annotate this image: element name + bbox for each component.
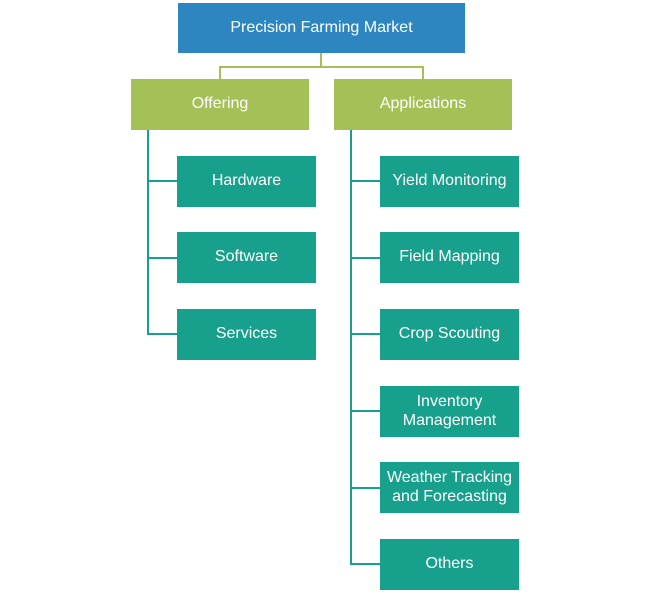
leaf-node-software: Software — [177, 232, 316, 283]
category-node-offering: Offering — [131, 79, 309, 130]
leaf-node-field-mapping: Field Mapping — [380, 232, 519, 283]
leaf-node-inventory-management: Inventory Management — [380, 386, 519, 437]
offering-connector-services — [147, 333, 177, 335]
applications-connector-trunk — [350, 130, 352, 565]
offering-connector-trunk — [147, 130, 149, 335]
leaf-node-label: Inventory Management — [402, 393, 497, 429]
root-node: Precision Farming Market — [178, 3, 465, 53]
root-connector-offering — [219, 66, 221, 79]
root-connector-horizontal — [219, 66, 424, 68]
category-node-applications: Applications — [334, 79, 512, 130]
leaf-node-services: Services — [177, 309, 316, 360]
offering-connector-hardware — [147, 180, 177, 182]
leaf-node-label: Services — [215, 325, 278, 343]
leaf-node-label: Field Mapping — [399, 248, 500, 266]
category-node-label: Offering — [191, 95, 249, 113]
leaf-node-others: Others — [380, 539, 519, 590]
leaf-node-crop-scouting: Crop Scouting — [380, 309, 519, 360]
leaf-node-label: Yield Monitoring — [392, 172, 507, 190]
offering-connector-software — [147, 257, 177, 259]
leaf-node-hardware: Hardware — [177, 156, 316, 207]
root-connector-down — [320, 53, 322, 68]
applications-connector-others — [350, 563, 380, 565]
leaf-node-label: Software — [214, 248, 279, 266]
applications-connector-field-mapping — [350, 257, 380, 259]
leaf-node-label: Hardware — [211, 172, 282, 190]
leaf-node-label: Others — [425, 555, 474, 573]
leaf-node-weather-tracking-and-forecasting: Weather Tracking and Forecasting — [380, 462, 519, 513]
root-connector-applications — [422, 66, 424, 79]
leaf-node-label: Crop Scouting — [398, 325, 501, 343]
root-node-label: Precision Farming Market — [230, 18, 413, 36]
leaf-node-yield-monitoring: Yield Monitoring — [380, 156, 519, 207]
applications-connector-weather-tracking — [350, 487, 380, 489]
applications-connector-inventory-management — [350, 410, 380, 412]
applications-connector-yield-monitoring — [350, 180, 380, 182]
applications-connector-crop-scouting — [350, 333, 380, 335]
category-node-label: Applications — [379, 95, 467, 113]
leaf-node-label: Weather Tracking and Forecasting — [386, 469, 513, 505]
